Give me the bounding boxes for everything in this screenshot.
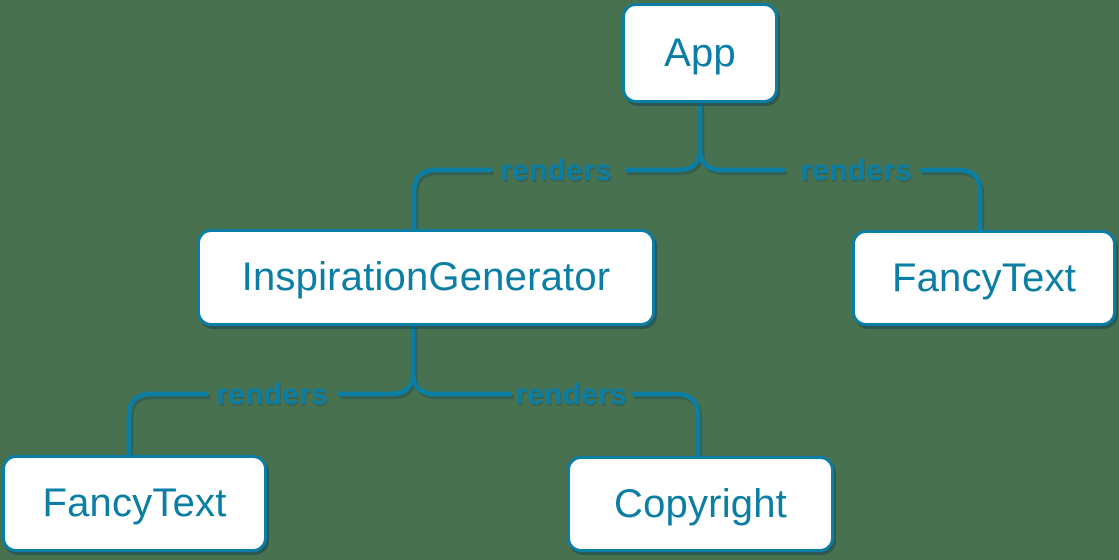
node-fancy-text-bottom-label: FancyText [42,481,227,525]
edge-inspirationgenerator-to-copyright [410,369,701,458]
node-app-label: App [664,30,736,75]
node-inspiration-generator: InspirationGenerator [197,229,655,326]
node-fancy-text-right: FancyText [852,230,1116,326]
edge-label-inspirationgenerator-copyright: renders [515,378,627,411]
edge-label-app-inspirationgenerator: renders [500,154,612,187]
node-app: App [622,3,778,103]
edge-label-inspirationgenerator-fancytext: renders [216,378,328,411]
node-fancy-text-bottom: FancyText [2,455,267,552]
node-fancy-text-right-label: FancyText [891,255,1077,300]
node-copyright-label: Copyright [614,481,787,526]
node-inspiration-generator-label: InspirationGenerator [241,255,611,299]
node-copyright: Copyright [567,456,834,552]
edge-app-to-fancytext [697,146,983,232]
edge-label-app-fancytext: renders [800,154,912,187]
